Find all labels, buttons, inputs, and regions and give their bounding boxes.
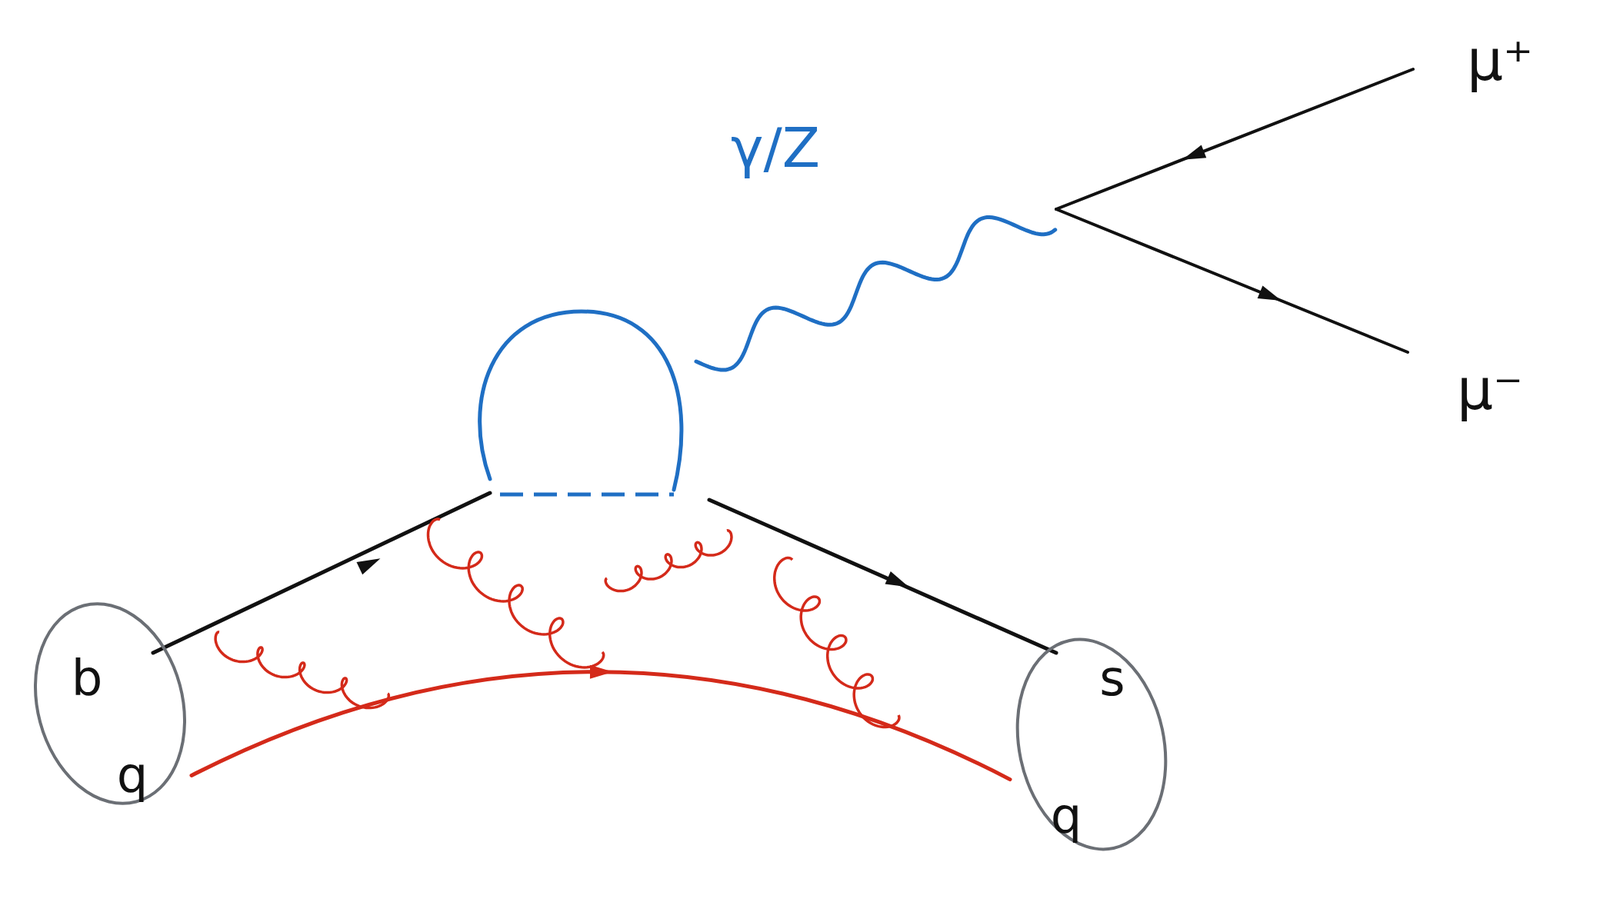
gluon-line xyxy=(428,519,604,668)
spectator-quark-line xyxy=(191,665,1010,780)
particle-label: μ⁺ xyxy=(1466,31,1534,89)
ellipse-shape xyxy=(28,591,192,817)
ellipse-outline xyxy=(1010,627,1174,862)
hadron-ellipse: bq xyxy=(28,591,192,817)
photon-line xyxy=(696,217,1056,371)
quark-label: s xyxy=(1099,653,1125,704)
arrow-head xyxy=(590,665,614,680)
muon-line xyxy=(1056,69,1414,210)
gluon-line xyxy=(605,530,732,592)
gluon-line xyxy=(774,558,900,728)
b-quark-line xyxy=(153,493,490,654)
loop-line xyxy=(480,311,682,490)
ellipse-shape xyxy=(1010,627,1174,862)
muon-line xyxy=(1056,209,1408,353)
fermion-arrow xyxy=(1180,145,1207,167)
dashed-propagator xyxy=(500,493,674,497)
s-quark-line xyxy=(709,500,1057,654)
particle-label: μ⁻ xyxy=(1456,360,1524,418)
hadron-ellipse: sq xyxy=(1010,627,1174,862)
quark-label: q xyxy=(1050,791,1083,841)
fermion-arrow xyxy=(885,571,913,594)
boson-label: γ/Z xyxy=(730,120,820,176)
fermion-arrow xyxy=(1257,285,1285,307)
gluon-line xyxy=(215,632,389,709)
connector-path xyxy=(191,672,1010,780)
quark-label: q xyxy=(116,750,149,800)
fermion-arrow xyxy=(356,552,384,575)
ellipse-outline xyxy=(28,591,192,817)
quark-label: b xyxy=(71,653,104,704)
